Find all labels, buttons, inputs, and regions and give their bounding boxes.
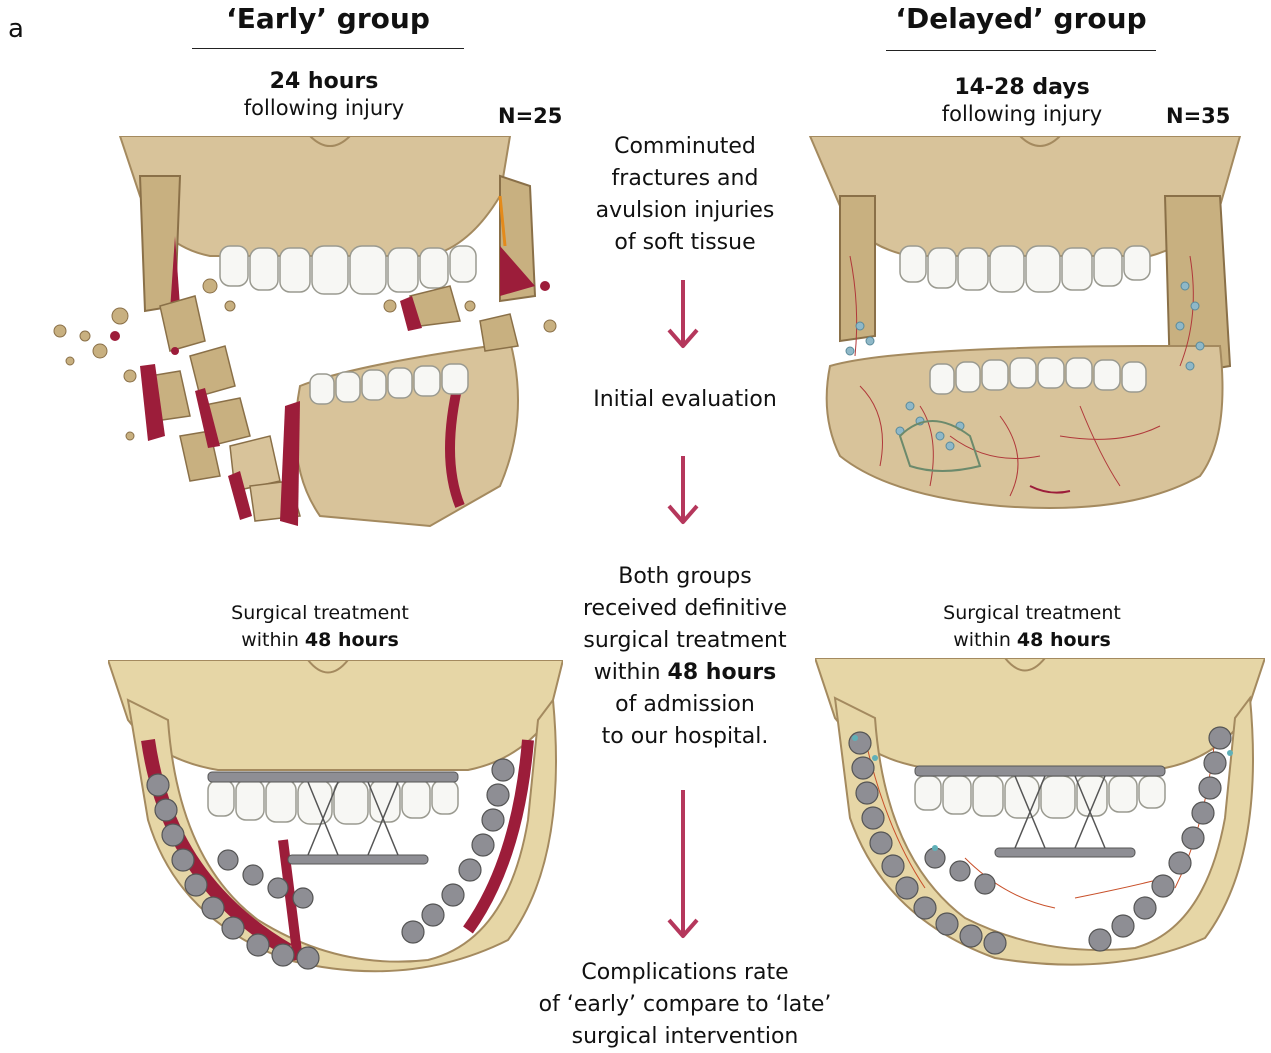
within-text: within xyxy=(594,660,661,685)
flow-step-treatment-line: Both groups xyxy=(550,561,820,593)
flow-step-treatment: Both groups received definitive surgical… xyxy=(550,561,820,753)
flow-step-injury-line: of soft tissue xyxy=(560,227,810,259)
delayed-plated-jaw-illustration xyxy=(815,658,1265,978)
flow-step-treatment-line: surgical treatment xyxy=(550,625,820,657)
delayed-group-title: ‘Delayed’ group xyxy=(886,2,1156,35)
flow-step-treatment-line: to our hospital. xyxy=(550,721,820,753)
delayed-title-rule xyxy=(886,50,1156,51)
flow-step-outcome-line: of ‘early’ compare to ‘late’ xyxy=(520,989,850,1021)
early-plated-jaw-illustration xyxy=(108,660,563,980)
flow-step-treatment-line: received definitive xyxy=(550,593,820,625)
flow-step-injury: Comminuted fractures and avulsion injuri… xyxy=(560,131,810,259)
delayed-timing: 14-28 days following injury xyxy=(922,74,1122,127)
flow-step-injury-line: fractures and xyxy=(560,163,810,195)
delayed-treatment-line: Surgical treatment xyxy=(922,600,1142,627)
flow-step-evaluation: Initial evaluation xyxy=(560,384,810,416)
within-text: within xyxy=(953,629,1011,651)
down-arrow-icon xyxy=(665,456,701,528)
hours-bold: 48 hours xyxy=(1017,629,1111,651)
flow-step-injury-line: Comminuted xyxy=(560,131,810,163)
within-text: within xyxy=(241,629,299,651)
delayed-fractured-jaw-illustration xyxy=(800,136,1250,536)
early-treatment-line: within 48 hours xyxy=(210,627,430,654)
delayed-treatment-line: within 48 hours xyxy=(922,627,1142,654)
early-fractured-jaw-illustration xyxy=(30,136,580,536)
delayed-timing-rest: following injury xyxy=(942,102,1102,126)
flow-step-outcome-line: surgical intervention xyxy=(520,1021,850,1053)
early-treatment-line: Surgical treatment xyxy=(210,600,430,627)
early-title-rule xyxy=(192,48,464,49)
down-arrow-icon xyxy=(665,790,701,942)
delayed-n-count: N=35 xyxy=(1166,104,1230,128)
delayed-timing-bold: 14-28 days xyxy=(954,75,1089,100)
early-treatment-label: Surgical treatment within 48 hours xyxy=(210,600,430,654)
down-arrow-icon xyxy=(665,280,701,352)
flow-step-treatment-line: within 48 hours xyxy=(550,657,820,689)
hours-bold: 48 hours xyxy=(305,629,399,651)
hours-bold: 48 hours xyxy=(668,660,777,685)
early-timing-rest: following injury xyxy=(244,96,404,120)
early-timing-bold: 24 hours xyxy=(270,69,379,94)
flow-step-outcome: Complications rate of ‘early’ compare to… xyxy=(520,957,850,1053)
delayed-treatment-label: Surgical treatment within 48 hours xyxy=(922,600,1142,654)
early-n-count: N=25 xyxy=(498,104,562,128)
panel-letter: a xyxy=(8,14,24,44)
flow-step-injury-line: avulsion injuries xyxy=(560,195,810,227)
early-timing: 24 hours following injury xyxy=(224,68,424,121)
early-group-title: ‘Early’ group xyxy=(192,2,464,35)
flow-step-treatment-line: of admission xyxy=(550,689,820,721)
flow-step-outcome-line: Complications rate xyxy=(520,957,850,989)
